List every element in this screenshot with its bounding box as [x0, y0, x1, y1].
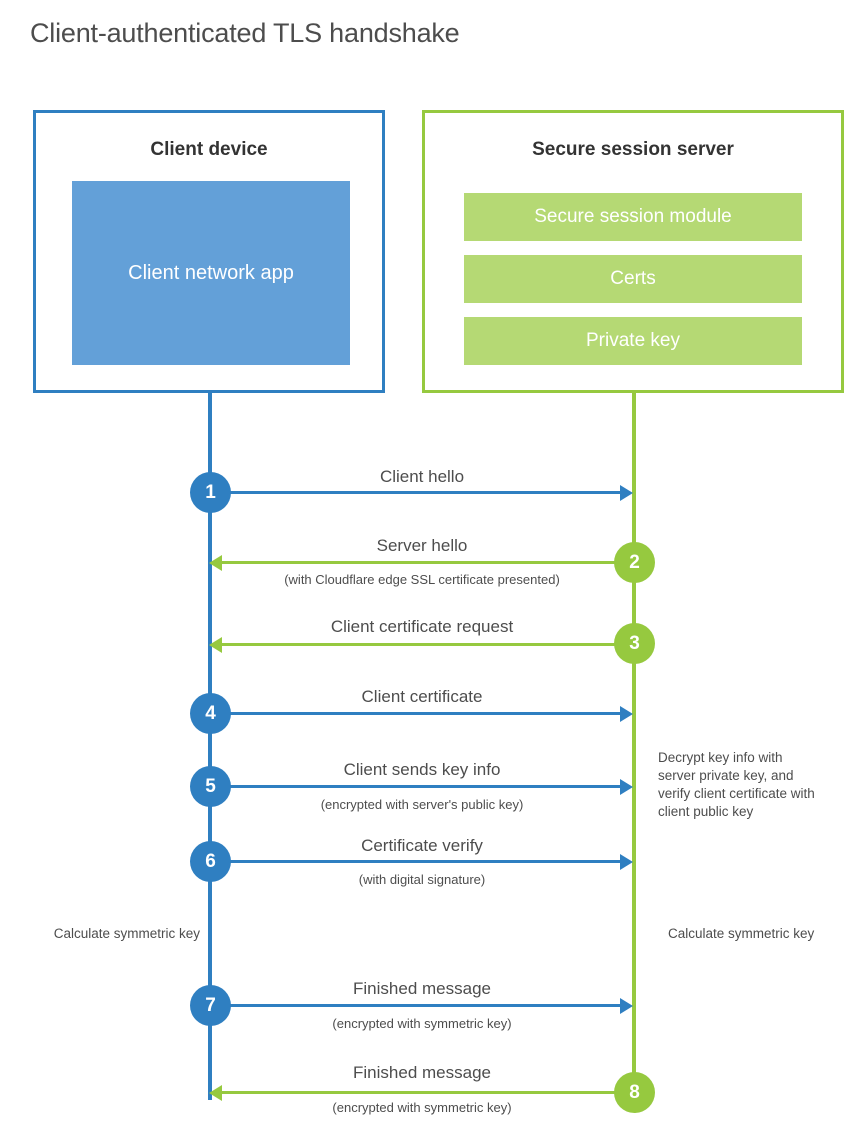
step-4-number-badge: 4	[190, 693, 231, 734]
server-module-private-key: Private key	[464, 317, 802, 365]
step-6-number-badge: 6	[190, 841, 231, 882]
step-5-primary-label: Client sends key info	[343, 760, 501, 779]
step-6-secondary-label: (with digital signature)	[358, 872, 486, 887]
server-module-secure-session-module: Secure session module	[464, 193, 802, 241]
step-5-arrow-shaft	[210, 785, 620, 788]
step-3-primary-label: Client certificate request	[330, 617, 514, 636]
step-7-primary-label: Finished message	[353, 979, 491, 998]
server-decrypt-note: Decrypt key info with server private key…	[658, 750, 815, 819]
secure-session-server-title: Secure session server	[532, 139, 734, 160]
step-8-arrow-shaft	[222, 1091, 634, 1094]
step-8-primary-label: Finished message	[353, 1063, 491, 1082]
step-2-number-badge: 2	[614, 542, 655, 583]
step-2-secondary-label: (with Cloudflare edge SSL certificate pr…	[284, 572, 560, 587]
step-6-arrow-head	[620, 854, 633, 870]
step-6-arrow-shaft	[210, 860, 620, 863]
step-8-arrow-head	[209, 1085, 222, 1101]
client-device-title: Client device	[150, 139, 268, 160]
step-4-arrow-shaft	[210, 712, 620, 715]
step-6-primary-label: Certificate verify	[361, 836, 483, 855]
step-5-arrow-head	[620, 779, 633, 795]
step-2-arrow-shaft	[222, 561, 634, 564]
actor-box-client-device: Client device Client network app	[33, 110, 385, 393]
step-4-primary-label: Client certificate	[361, 687, 483, 706]
step-7-arrow-head	[620, 998, 633, 1014]
step-7-secondary-label: (encrypted with symmetric key)	[332, 1016, 512, 1031]
step-2-arrow-head	[209, 555, 222, 571]
actor-box-secure-session-server: Secure session server Secure session mod…	[422, 110, 844, 393]
step-8-number-badge: 8	[614, 1072, 655, 1113]
step-3-number-badge: 3	[614, 623, 655, 664]
step-5-secondary-label: (encrypted with server's public key)	[320, 797, 524, 812]
step-1-number-badge: 1	[190, 472, 231, 513]
step-1-arrow-head	[620, 485, 633, 501]
step-7-arrow-shaft	[210, 1004, 620, 1007]
step-3-arrow-shaft	[222, 643, 634, 646]
client-calculate-symmetric-key-note: Calculate symmetric key	[53, 926, 200, 941]
step-3-arrow-head	[209, 637, 222, 653]
step-4-arrow-head	[620, 706, 633, 722]
step-1-arrow-shaft	[210, 491, 620, 494]
step-5-number-badge: 5	[190, 766, 231, 807]
step-8-secondary-label: (encrypted with symmetric key)	[332, 1100, 512, 1115]
step-2-primary-label: Server hello	[376, 536, 468, 555]
server-lifeline	[632, 391, 636, 1093]
step-7-number-badge: 7	[190, 985, 231, 1026]
step-1-primary-label: Client hello	[379, 467, 465, 486]
client-network-app-block: Client network app	[72, 181, 350, 365]
client-lifeline	[208, 391, 212, 1100]
server-calculate-symmetric-key-note: Calculate symmetric key	[668, 926, 815, 941]
page-title: Client-authenticated TLS handshake	[30, 18, 460, 48]
server-module-certs: Certs	[464, 255, 802, 303]
